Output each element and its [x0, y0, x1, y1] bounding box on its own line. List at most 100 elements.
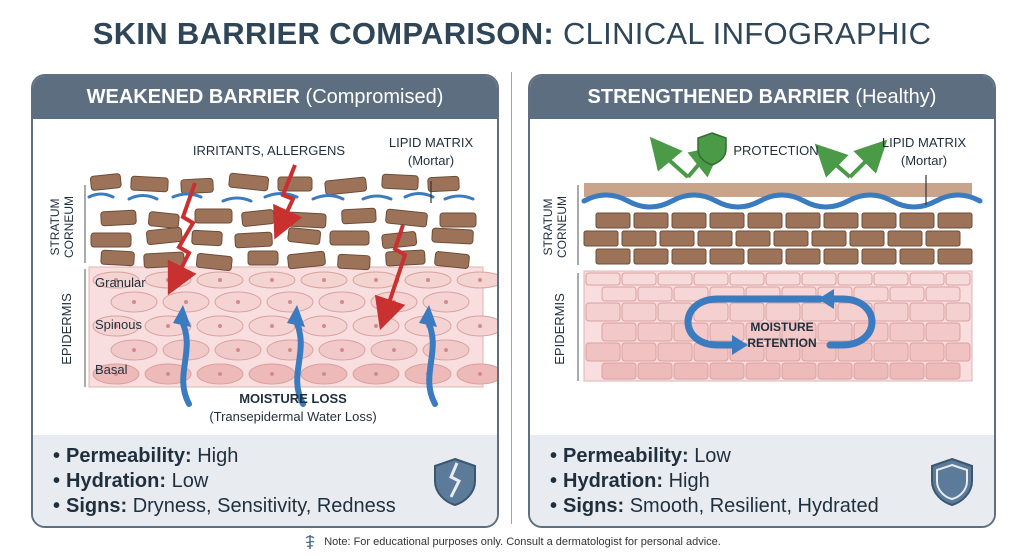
- cell-nucleus: [322, 278, 326, 282]
- moisture-loss-arrow: [173, 305, 191, 327]
- corneum-label: CORNEUM: [555, 196, 569, 258]
- protection-arrow: [649, 136, 690, 179]
- corneocyte-bricks: [583, 212, 973, 265]
- epidermis-cell: [456, 271, 497, 289]
- epidermis-cell: [585, 302, 621, 322]
- moisture-loss-arrow: [292, 316, 306, 407]
- stat-permeability: •Permeability: High: [53, 445, 239, 467]
- stratum-label: STRATUM: [541, 198, 555, 255]
- corneocyte-brick: [671, 212, 707, 229]
- corneocyte-brick: [145, 227, 183, 246]
- cell-nucleus: [218, 324, 222, 328]
- spinous-label: Spinous: [95, 317, 142, 332]
- epidermis-cell: [657, 342, 693, 362]
- epidermis-cell: [709, 322, 745, 342]
- epidermis-cell: [745, 322, 781, 342]
- cell-nucleus: [114, 372, 118, 376]
- epidermis-cell: [729, 272, 765, 286]
- corneocyte-brick: [785, 212, 821, 229]
- corneocyte-brick: [195, 252, 233, 271]
- corneocyte-brick: [286, 211, 327, 229]
- epidermis-cell: [945, 302, 971, 322]
- cell-nucleus: [270, 278, 274, 282]
- corneocyte-brick: [100, 249, 135, 267]
- corneocyte-brick: [100, 209, 137, 227]
- moisture-loss-arrow: [287, 305, 305, 327]
- protection-arrow: [848, 139, 888, 179]
- epidermis-cell: [621, 342, 657, 362]
- corneocyte-brick: [324, 176, 368, 196]
- corneocyte-brick: [861, 248, 897, 265]
- cell-nucleus: [444, 300, 448, 304]
- disclaimer-note: Note: For educational purposes only. Con…: [0, 534, 1024, 550]
- cell-nucleus: [322, 324, 326, 328]
- cell-nucleus: [288, 300, 292, 304]
- epidermis-cell: [801, 302, 837, 322]
- lipid-matrix-label: LIPID MATRIX: [882, 135, 967, 150]
- corneocyte-brick: [287, 250, 326, 270]
- corneocyte-brick: [747, 212, 783, 229]
- page-title: SKIN BARRIER COMPARISON: CLINICAL INFOGR…: [92, 16, 932, 51]
- corneocyte-brick: [937, 212, 973, 229]
- cell-nucleus: [478, 372, 482, 376]
- cell-nucleus: [444, 348, 448, 352]
- epidermis-cell: [781, 322, 817, 342]
- corneocyte-brick: [583, 230, 619, 247]
- weakened-stats: •Permeability: High •Hydration: Low •Sig…: [33, 435, 497, 526]
- epidermis-cell: [873, 342, 909, 362]
- epidermis-cell: [637, 286, 673, 302]
- epidermis-cell: [945, 272, 971, 286]
- epidermis-cell: [765, 302, 801, 322]
- corneocyte-brick: [925, 230, 961, 247]
- strengthened-panel-header: STRENGTHENED BARRIER (Healthy): [530, 76, 994, 119]
- corneocyte-brick: [427, 175, 460, 193]
- epidermis-label: EPIDERMIS: [59, 293, 74, 365]
- epidermis-cell: [801, 272, 837, 286]
- corneocyte-brick: [143, 251, 185, 269]
- stat-hydration: •Hydration: Low: [53, 470, 209, 492]
- corneocyte-brick: [147, 211, 180, 229]
- basal-label: Basal: [95, 362, 128, 377]
- cell-nucleus: [270, 372, 274, 376]
- irritants-label: IRRITANTS, ALLERGENS: [193, 143, 346, 158]
- stat-hydration: •Hydration: High: [550, 470, 710, 492]
- weakened-skin-illustration: IRRITANTS, ALLERGENS LIPID MATRIX (Morta…: [48, 135, 497, 424]
- stat-signs: •Signs: Smooth, Resilient, Hydrated: [550, 495, 879, 517]
- cell-nucleus: [132, 300, 136, 304]
- corneocyte-brick: [747, 248, 783, 265]
- cell-nucleus: [166, 324, 170, 328]
- epidermis-cell: [729, 302, 765, 322]
- corneocyte-brick: [823, 248, 859, 265]
- epidermis-cell: [456, 363, 497, 385]
- corneocyte-brick: [337, 253, 371, 271]
- epidermis-cell: [837, 272, 873, 286]
- cell-nucleus: [236, 348, 240, 352]
- corneocyte-brick: [130, 175, 169, 193]
- cell-nucleus: [218, 278, 222, 282]
- corneocyte-brick: [329, 230, 370, 246]
- corneocyte-brick: [709, 212, 745, 229]
- corneocyte-brick: [823, 212, 859, 229]
- irritant-arrow: [374, 224, 408, 331]
- moisture-loss-sublabel: (Transepidermal Water Loss): [209, 409, 376, 424]
- epidermis-cell: [585, 272, 621, 286]
- moisture-retention-sublabel: RETENTION: [747, 336, 816, 350]
- cell-nucleus: [478, 278, 482, 282]
- corneocyte-brick: [697, 230, 733, 247]
- corneocyte-brick: [595, 248, 631, 265]
- corneocyte-brick: [849, 230, 885, 247]
- corneocyte-brick: [773, 230, 809, 247]
- epidermis-cell: [909, 272, 945, 286]
- corneum-label: CORNEUM: [62, 196, 76, 258]
- moisture-retention-loop: [826, 295, 876, 349]
- epidermis-cell: [889, 362, 925, 380]
- epidermis-cell: [765, 342, 801, 362]
- cell-nucleus: [114, 278, 118, 282]
- moisture-retention-label: MOISTURE: [750, 320, 813, 334]
- continuous-lipid-wave: [581, 192, 983, 210]
- corneocyte-brick: [247, 250, 279, 266]
- lipid-matrix-sublabel: (Mortar): [901, 153, 947, 168]
- epidermis-cell: [817, 322, 853, 342]
- cell-nucleus: [270, 324, 274, 328]
- epidermis-cell: [889, 286, 925, 302]
